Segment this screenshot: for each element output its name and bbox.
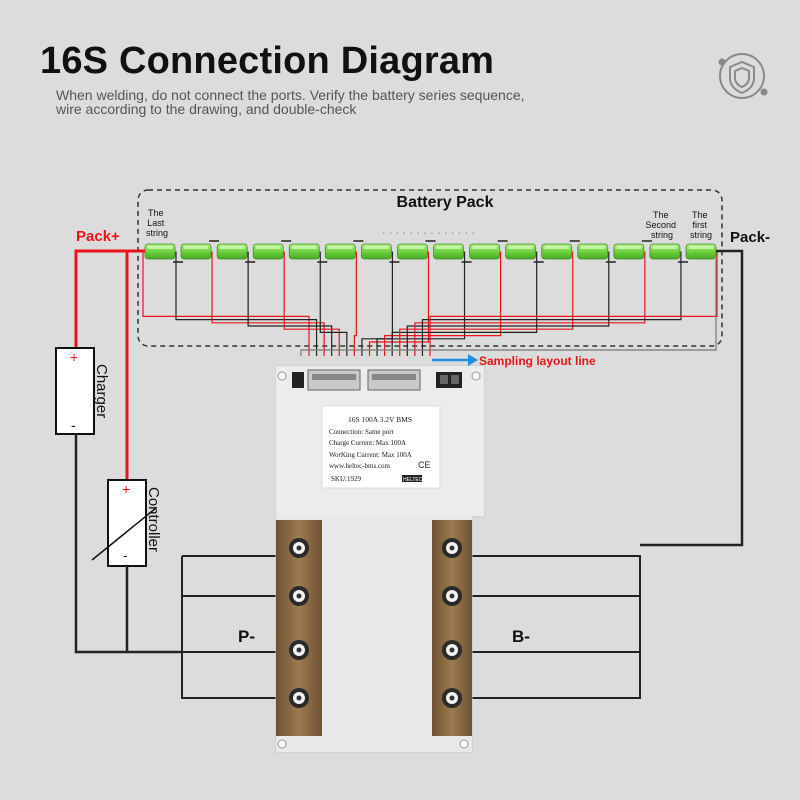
sampling-wire	[384, 251, 502, 356]
battery-cell	[469, 243, 501, 260]
battery-cell	[144, 243, 176, 260]
shield-icon	[718, 53, 768, 99]
sampling-wire	[368, 251, 430, 356]
controller-device: + - Controller	[91, 479, 162, 567]
battery-cell	[541, 243, 573, 260]
bms-working-current: WorKing Current: Max 100A	[329, 451, 412, 459]
ce-mark: CE	[418, 460, 431, 470]
pack-plus-label: Pack+	[76, 228, 120, 245]
b-minus-label: B-	[512, 627, 530, 646]
controller-plus: +	[122, 481, 130, 497]
screw-right	[442, 586, 462, 606]
series-links	[173, 240, 688, 263]
battery-cell	[613, 243, 645, 260]
controller-minus: -	[123, 547, 128, 563]
sampling-wire	[353, 251, 357, 356]
second-string-label: The Second string	[645, 210, 678, 240]
brand-logo: HELTEC	[403, 477, 423, 483]
bms-board: 16S 100A 3.2V BMS Connection: Same port …	[275, 365, 485, 753]
page-subtitle: When welding, do not connect the ports. …	[56, 88, 656, 116]
charger-label: Charger	[93, 364, 110, 418]
pack-plus-wiring	[74, 249, 145, 480]
bms-charge-current: Charge Current: Max 100A	[329, 439, 406, 447]
screw-left	[289, 538, 309, 558]
sampling-wire	[142, 251, 310, 356]
sampling-wire	[421, 251, 682, 356]
subtitle-line-1: When welding, do not connect the ports. …	[56, 87, 525, 103]
bms-sku: SKU:1929	[331, 475, 361, 483]
battery-cells	[144, 243, 717, 260]
charger-plus: +	[70, 349, 78, 365]
page-title: 16S Connection Diagram	[40, 40, 495, 82]
sampling-wire	[376, 251, 466, 356]
subtitle-line-2: wire according to the drawing, and doubl…	[56, 101, 357, 117]
screw-right	[442, 688, 462, 708]
last-string-label: The Last string	[146, 208, 168, 238]
sampling-arrow	[432, 354, 478, 366]
battery-cell	[649, 243, 681, 260]
sampling-wire	[211, 251, 325, 356]
sampling-wire	[175, 251, 318, 356]
sampling-wire	[406, 251, 610, 356]
sampling-wire	[414, 251, 646, 356]
bms-connection: Connection: Same port	[329, 428, 394, 436]
pack-minus-label: Pack-	[730, 229, 770, 246]
p-minus-label: P-	[238, 627, 255, 646]
sampling-wires	[142, 251, 718, 356]
sampling-label: Sampling layout line	[479, 354, 596, 368]
negative-return-wiring	[74, 434, 182, 654]
bms-website: www.heltec-bms.com	[329, 462, 391, 470]
battery-pack-outline	[137, 189, 723, 347]
sampling-wire	[247, 251, 333, 356]
battery-cell	[577, 243, 609, 260]
pack-minus-wiring	[640, 249, 744, 547]
sampling-wire	[391, 251, 538, 356]
charger-device: + - Charger	[55, 347, 110, 435]
sampling-rail	[300, 259, 717, 356]
battery-cell	[505, 243, 537, 260]
sampling-wire	[319, 251, 348, 356]
b-minus-wiring	[460, 555, 641, 699]
battery-cell	[397, 243, 428, 260]
bms-label-sticker	[321, 405, 441, 489]
battery-cell	[216, 243, 248, 260]
screw-left	[289, 688, 309, 708]
screw-right	[442, 538, 462, 558]
controller-label: Controller	[145, 487, 162, 552]
battery-cell	[252, 243, 284, 260]
screw-left	[289, 640, 309, 660]
battery-pack-label: Battery Pack	[397, 194, 494, 211]
battery-cell	[324, 243, 356, 260]
screw-right	[442, 640, 462, 660]
battery-cell	[433, 243, 464, 260]
battery-cell	[180, 243, 212, 260]
ellipsis-dots: ..............	[382, 221, 478, 237]
sampling-wire	[429, 251, 718, 356]
bms-model: 16S 100A 3.2V BMS	[348, 415, 412, 424]
screw-left	[289, 586, 309, 606]
battery-cell	[685, 243, 717, 260]
first-string-label: The first string	[690, 210, 712, 240]
sampling-wire	[283, 251, 340, 356]
battery-cell	[360, 243, 392, 260]
battery-cell	[288, 243, 320, 260]
charger-minus: -	[71, 417, 76, 433]
sampling-wire	[399, 251, 574, 356]
